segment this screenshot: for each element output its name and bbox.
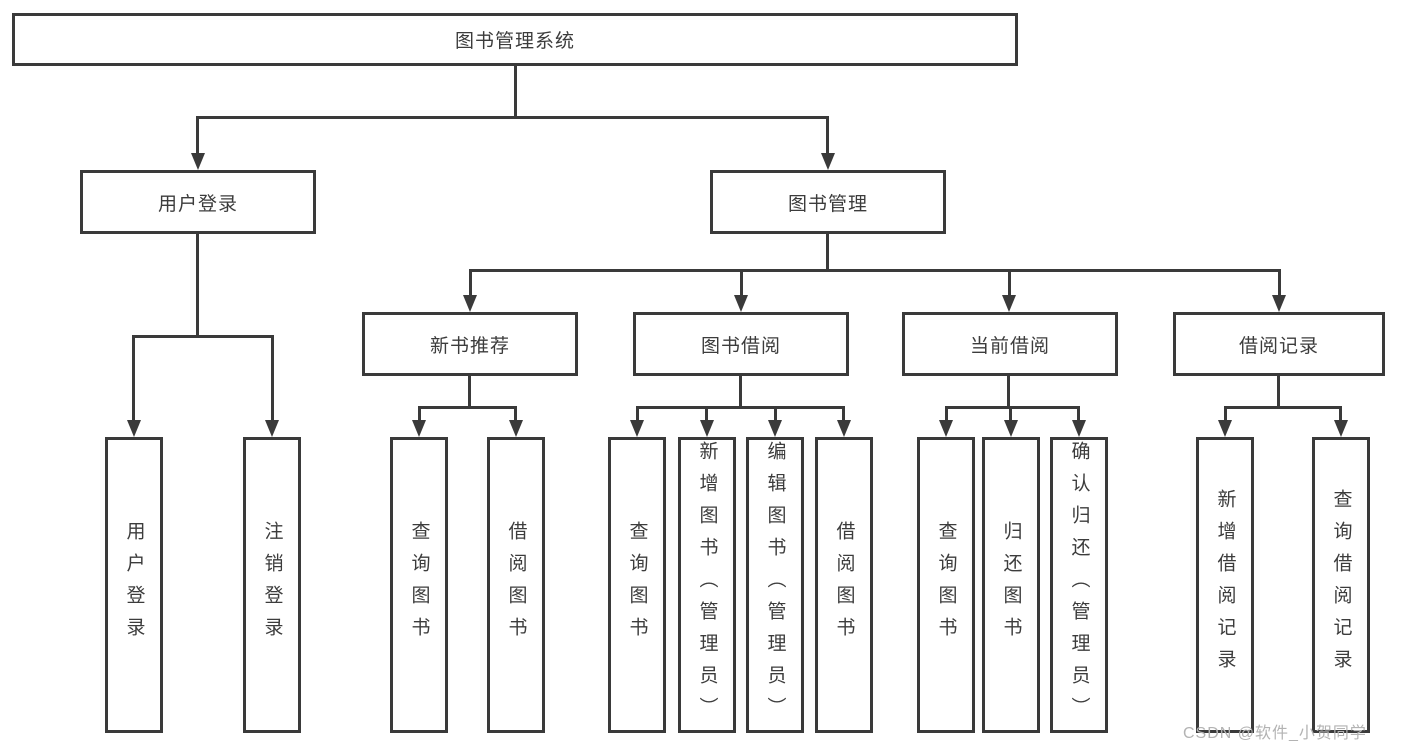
node-borrow-records: 借阅记录 <box>1173 312 1385 376</box>
connector-line <box>132 335 274 338</box>
connector-line <box>1278 269 1281 299</box>
arrow-down-icon <box>768 420 782 437</box>
node-book-management: 图书管理 <box>710 170 946 234</box>
leaf-confirm-return-admin-label: 确认归还（管理员） <box>1068 441 1090 729</box>
leaf-query-borrow-record: 查询借阅记录 <box>1312 437 1370 733</box>
leaf-recommend-query-books-label: 查询图书 <box>408 521 430 649</box>
connector-line <box>418 406 517 409</box>
connector-line <box>705 406 708 423</box>
connector-line <box>1009 406 1012 423</box>
arrow-down-icon <box>837 420 851 437</box>
node-current-borrow: 当前借阅 <box>902 312 1118 376</box>
leaf-current-query-books: 查询图书 <box>917 437 975 733</box>
leaf-add-borrow-record: 新增借阅记录 <box>1196 437 1254 733</box>
csdn-watermark: CSDN @软件_小贺同学 <box>1183 725 1367 742</box>
node-book-borrow-label: 图书借阅 <box>700 335 781 357</box>
connector-line <box>739 376 742 409</box>
connector-line <box>469 269 472 299</box>
leaf-borrow-books: 借阅图书 <box>815 437 873 733</box>
connector-line <box>826 116 829 158</box>
node-book-management-label: 图书管理 <box>787 193 868 215</box>
node-root-label: 图书管理系统 <box>454 31 575 52</box>
leaf-confirm-return-admin: 确认归还（管理员） <box>1050 437 1108 733</box>
leaf-return-books-label: 归还图书 <box>1000 521 1022 649</box>
node-borrow-records-label: 借阅记录 <box>1238 335 1319 357</box>
node-new-book-recommend: 新书推荐 <box>362 312 578 376</box>
arrow-down-icon <box>1002 295 1016 312</box>
leaf-add-books-admin-label: 新增图书（管理员） <box>696 441 718 729</box>
connector-line <box>1008 269 1011 299</box>
arrow-down-icon <box>265 420 279 437</box>
connector-line <box>196 234 199 338</box>
node-user-login: 用户登录 <box>80 170 316 234</box>
connector-line <box>826 234 829 272</box>
arrow-down-icon <box>1334 420 1348 437</box>
leaf-add-books-admin: 新增图书（管理员） <box>678 437 736 733</box>
connector-line <box>1224 406 1227 423</box>
node-current-borrow-label: 当前借阅 <box>969 335 1050 357</box>
connector-line <box>1007 376 1010 409</box>
connector-line <box>196 116 829 119</box>
arrow-down-icon <box>463 295 477 312</box>
arrow-down-icon <box>1272 295 1286 312</box>
connector-line <box>945 406 948 423</box>
connector-line <box>468 376 471 409</box>
connector-line <box>945 406 1080 409</box>
connector-line <box>842 406 845 423</box>
leaf-recommend-borrow-books: 借阅图书 <box>487 437 545 733</box>
leaf-borrow-query-books: 查询图书 <box>608 437 666 733</box>
leaf-borrow-query-books-label: 查询图书 <box>626 521 648 649</box>
node-new-book-recommend-label: 新书推荐 <box>429 335 510 357</box>
leaf-borrow-books-label: 借阅图书 <box>833 521 855 649</box>
connector-line <box>1277 376 1280 409</box>
leaf-edit-books-admin-label: 编辑图书（管理员） <box>764 441 786 729</box>
leaf-add-borrow-record-label: 新增借阅记录 <box>1214 489 1236 681</box>
node-root: 图书管理系统 <box>12 13 1018 66</box>
leaf-logout-label: 注销登录 <box>261 521 283 649</box>
connector-line <box>636 406 845 409</box>
arrow-down-icon <box>630 420 644 437</box>
connector-line <box>1339 406 1342 423</box>
arrow-down-icon <box>1072 420 1086 437</box>
arrow-down-icon <box>821 153 835 170</box>
connector-line <box>514 406 517 423</box>
arrow-down-icon <box>734 295 748 312</box>
connector-line <box>636 406 639 423</box>
node-book-borrow: 图书借阅 <box>633 312 849 376</box>
arrow-down-icon <box>1218 420 1232 437</box>
leaf-current-query-books-label: 查询图书 <box>935 521 957 649</box>
connector-line <box>1224 406 1342 409</box>
connector-line <box>196 116 199 158</box>
leaf-query-borrow-record-label: 查询借阅记录 <box>1330 489 1352 681</box>
arrow-down-icon <box>939 420 953 437</box>
arrow-down-icon <box>1004 420 1018 437</box>
node-user-login-label: 用户登录 <box>157 193 238 215</box>
arrow-down-icon <box>412 420 426 437</box>
leaf-user-login-label: 用户登录 <box>123 521 145 649</box>
leaf-logout: 注销登录 <box>243 437 301 733</box>
leaf-recommend-query-books: 查询图书 <box>390 437 448 733</box>
connector-line <box>1077 406 1080 423</box>
connector-line <box>132 335 135 423</box>
connector-line <box>271 335 274 423</box>
arrow-down-icon <box>509 420 523 437</box>
connector-line <box>514 66 517 118</box>
connector-line <box>469 269 1281 272</box>
arrow-down-icon <box>191 153 205 170</box>
leaf-recommend-borrow-books-label: 借阅图书 <box>505 521 527 649</box>
connector-line <box>418 406 421 423</box>
connector-line <box>774 406 777 423</box>
arrow-down-icon <box>127 420 141 437</box>
leaf-user-login: 用户登录 <box>105 437 163 733</box>
leaf-return-books: 归还图书 <box>982 437 1040 733</box>
connector-line <box>740 269 743 299</box>
arrow-down-icon <box>700 420 714 437</box>
leaf-edit-books-admin: 编辑图书（管理员） <box>746 437 804 733</box>
